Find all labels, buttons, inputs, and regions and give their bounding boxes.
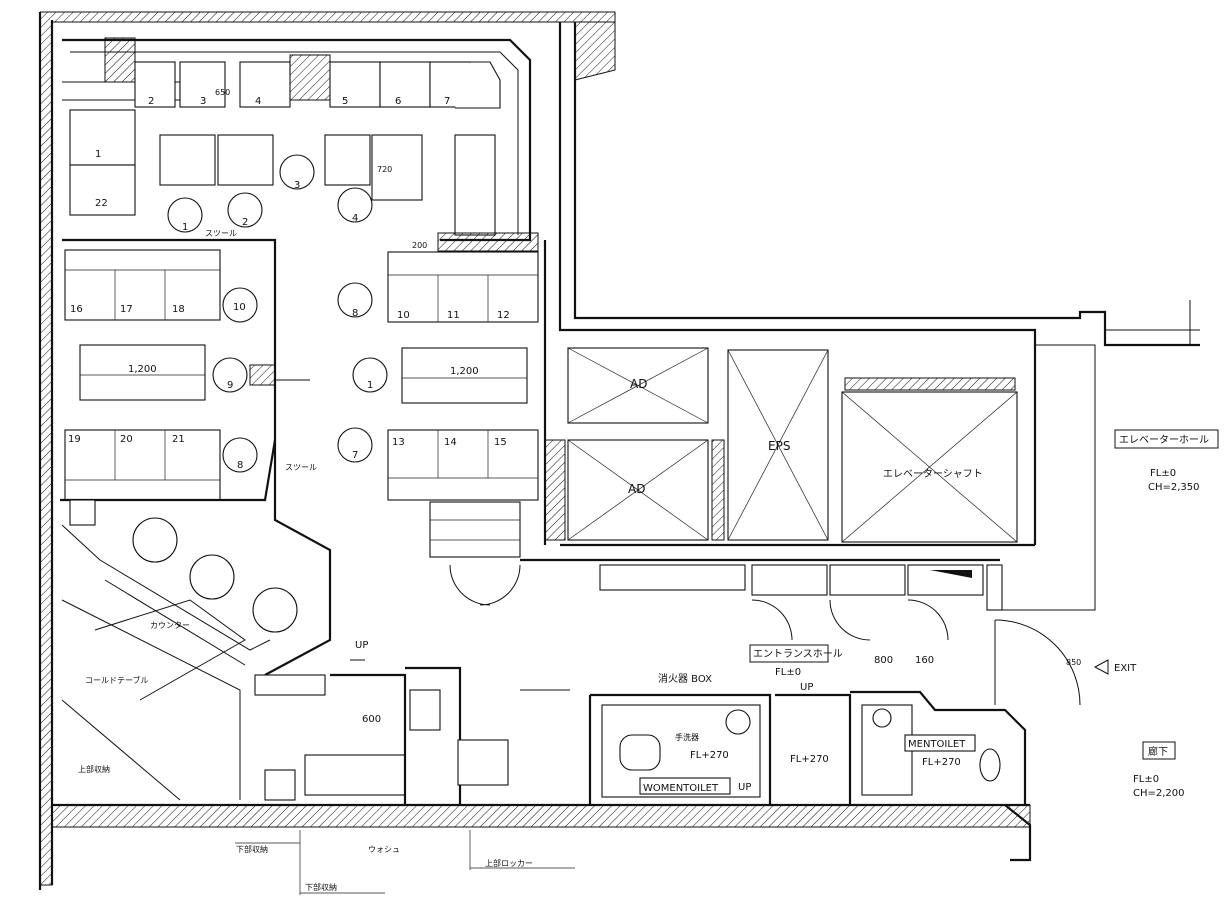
note-washer: ウォシュ — [368, 845, 400, 854]
round-table-2: 2 — [242, 217, 248, 228]
seat-22: 22 — [95, 198, 108, 209]
men-toilet-label: MENTOILET — [908, 739, 966, 750]
seat-6: 6 — [395, 96, 401, 107]
seat-column-left: 1 22 — [69, 109, 136, 216]
seat-5: 5 — [342, 96, 348, 107]
table-1200-a: 1,200 — [128, 364, 157, 375]
fire-box-label: 消火器 BOX — [658, 672, 712, 685]
round-table-1b: 1 — [367, 380, 373, 391]
dim-200: 200 — [412, 241, 427, 250]
dim-720: 720 — [377, 165, 392, 174]
men-toilet-box — [904, 734, 976, 752]
dim-600-a: 600 — [362, 714, 381, 725]
right-seating-block: 10 11 12 1,200 13 14 15 — [387, 232, 566, 545]
round-table-4: 4 — [352, 213, 358, 224]
eps-label: EPS — [768, 439, 790, 453]
table-1200-b: 1,200 — [450, 366, 479, 377]
dim-160: 160 — [915, 655, 934, 666]
corridor-tag: 廊下 FL±0 CH=2,200 — [1133, 741, 1185, 799]
seat-7: 7 — [444, 96, 450, 107]
up-label-3: UP — [738, 782, 751, 793]
note-sink: 手洗器 — [675, 732, 699, 742]
seat-19: 19 — [68, 434, 81, 445]
note-lower-storage-2: 下部収納 — [305, 882, 337, 892]
seat-2: 2 — [148, 96, 154, 107]
stool-label-b: スツール — [285, 463, 317, 472]
seat-14: 14 — [444, 437, 457, 448]
women-fl-label: FL+270 — [690, 750, 729, 761]
kitchen-small-rooms: UP 600 — [330, 501, 570, 805]
exit-marker: EXIT 850 — [1066, 658, 1137, 675]
round-table-8: 8 — [352, 308, 358, 319]
seat-3: 3 — [200, 96, 206, 107]
elevator-hall-ch: CH=2,350 — [1148, 482, 1200, 493]
entrance-hall-label: エントランスホール — [753, 648, 843, 660]
ad-label-1: AD — [630, 377, 647, 391]
bottom-wall — [51, 804, 1031, 828]
counter-label: カウンター — [150, 621, 190, 630]
round-tables: 1 2 3 4 8 10 9 1 7 8 — [167, 154, 388, 473]
entrance-fixtures — [449, 564, 1081, 706]
counter-area: カウンター コールドテーブル 上部収納 — [60, 439, 406, 801]
mid-fl-label: FL+270 — [790, 754, 829, 765]
round-table-3: 3 — [294, 180, 300, 191]
seat-15: 15 — [494, 437, 507, 448]
round-table-10: 10 — [233, 302, 246, 313]
seat-12: 12 — [497, 310, 510, 321]
dim-800: 800 — [874, 655, 893, 666]
dim-850: 850 — [1066, 658, 1081, 667]
corridor-fl: FL±0 — [1133, 774, 1159, 785]
seat-16: 16 — [70, 304, 83, 315]
outer-walls — [38, 11, 1200, 890]
entrance-fl-label: FL±0 — [775, 667, 801, 678]
entrance-hall-tag: エントランスホール FL±0 — [749, 644, 843, 678]
tables-top: 720 — [159, 134, 496, 236]
round-table-8b: 8 — [237, 460, 243, 471]
elevator-hall-tag: エレベーターホール FL±0 CH=2,350 — [1114, 429, 1219, 493]
corridor-label: 廊下 — [1148, 745, 1168, 758]
elevator-hall-label: エレベーターホール — [1119, 434, 1209, 446]
toilets: WOMENTOILET FL+270 FL+270 UP UP MENTOILE… — [588, 655, 1027, 805]
seat-4: 4 — [255, 96, 261, 107]
up-label-2: UP — [800, 682, 813, 693]
exit-label: EXIT — [1114, 663, 1137, 674]
seat-10: 10 — [397, 310, 410, 321]
label-lower-storage: 上部収納 — [78, 764, 110, 774]
note-lower-storage-1: 下部収納 — [236, 844, 268, 854]
round-table-1: 1 — [182, 222, 188, 233]
men-fl-label: FL+270 — [922, 757, 961, 768]
note-upper-locker: 上部ロッカー — [485, 858, 533, 868]
elevator-shaft-label: エレベーターシャフト — [883, 468, 983, 480]
ad-label-2: AD — [628, 482, 645, 496]
women-toilet-box — [639, 777, 731, 795]
up-label-1: UP — [355, 640, 368, 651]
seat-1: 1 — [95, 149, 101, 160]
elevator-hall-fl: FL±0 — [1150, 468, 1176, 479]
left-seating-block: 1,200 16 17 18 19 20 21 — [62, 238, 310, 501]
shafts: AD AD EPS エレベーターシャフト — [520, 347, 1035, 562]
seat-row-top: 2 3 4 5 6 7 — [134, 61, 501, 109]
stool-label-a: スツール — [205, 229, 237, 238]
seat-13: 13 — [392, 437, 405, 448]
round-table-7: 7 — [352, 450, 358, 461]
corridor-ch: CH=2,200 — [1133, 788, 1185, 799]
round-table-9: 9 — [227, 380, 233, 391]
dim-650: 650 — [215, 88, 230, 97]
seat-21: 21 — [172, 434, 185, 445]
seat-18: 18 — [172, 304, 185, 315]
leader-notes: 下部収納 下部収納 上部ロッカー ウォシュ 手洗器 — [235, 732, 699, 895]
women-toilet-label: WOMENTOILET — [643, 783, 719, 794]
seat-17: 17 — [120, 304, 133, 315]
seat-11: 11 — [447, 310, 460, 321]
seat-20: 20 — [120, 434, 133, 445]
cold-table-label: コールドテーブル — [85, 675, 149, 685]
